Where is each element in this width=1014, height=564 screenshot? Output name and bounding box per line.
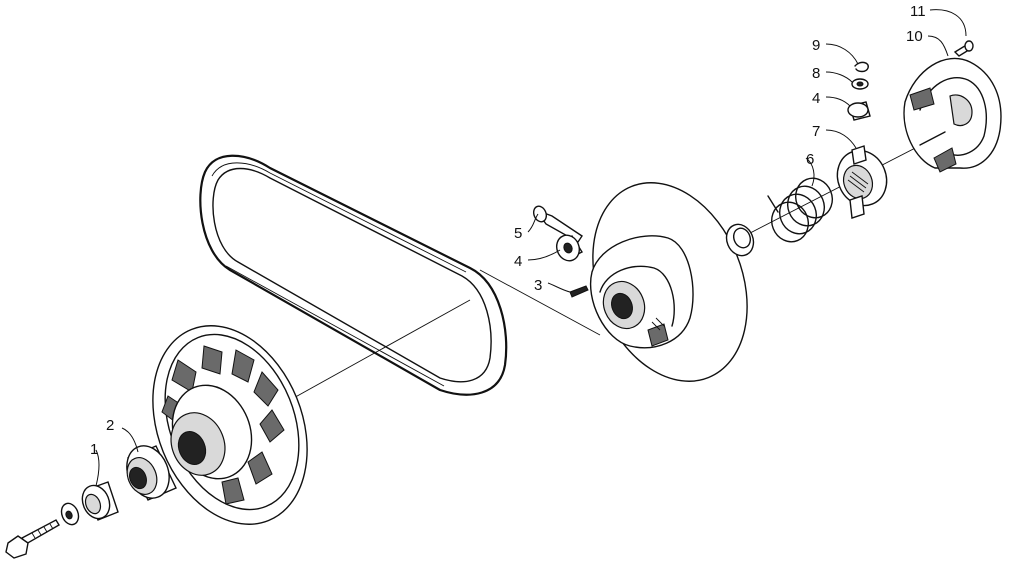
callout-label-10: 10	[906, 28, 923, 45]
part-3-pin	[569, 285, 589, 298]
callout-label-4-upper: 4	[812, 90, 820, 107]
part-2-bearing	[126, 445, 177, 501]
bolt	[5, 519, 60, 559]
callout-label-3: 3	[534, 277, 542, 294]
part-4-roller-upper	[847, 101, 871, 121]
leader-lines	[95, 9, 967, 487]
callout-label-5: 5	[514, 225, 522, 242]
part-1-spacer	[81, 481, 119, 521]
callout-label-7: 7	[812, 123, 820, 140]
callout-label-2: 2	[106, 417, 114, 434]
callout-label-6: 6	[806, 151, 814, 168]
spring-seat	[725, 223, 755, 257]
callout-label-11: 11	[910, 3, 926, 20]
part-7-cam	[836, 145, 888, 219]
part-6-spring	[767, 177, 833, 243]
callout-label-4-center: 4	[514, 253, 522, 270]
part-10-cover	[903, 57, 1002, 173]
callout-labels: 1 2 3 4 5 6 7 4 8 9 10 11	[90, 3, 926, 458]
part-4-roller-center	[555, 234, 584, 262]
drive-belt	[199, 154, 508, 396]
callout-label-9: 9	[812, 37, 820, 54]
fixed-sheave	[152, 325, 308, 525]
washer	[60, 502, 80, 526]
part-11-screw	[953, 40, 974, 57]
part-8-washer	[851, 78, 869, 90]
movable-sheave	[589, 182, 748, 382]
part-9-clip	[854, 61, 869, 73]
part-5-ramp-pin	[532, 205, 583, 243]
callout-label-8: 8	[812, 65, 820, 82]
callout-label-1: 1	[90, 441, 98, 458]
